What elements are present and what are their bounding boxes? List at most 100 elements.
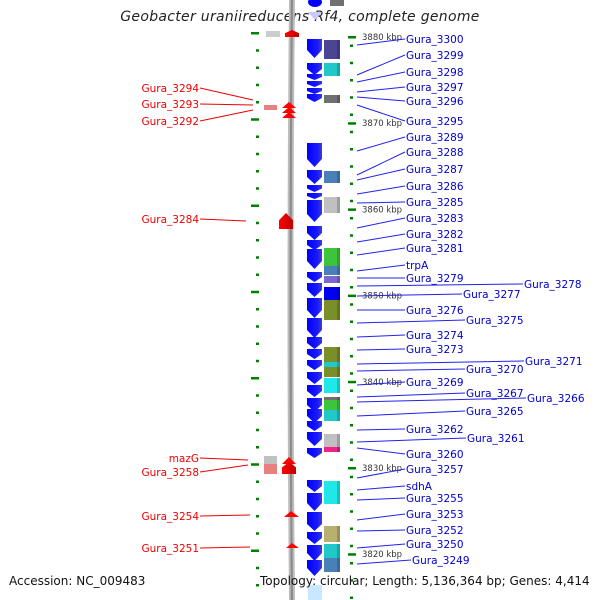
reverse-gene-arrow [307,226,322,240]
minor-tick [256,497,259,501]
reverse-gene-arrow [307,360,322,370]
cog-block [324,171,340,183]
scale-label: 3840 kbp [362,378,402,388]
cog-block [324,544,340,558]
minor-tick [350,475,353,479]
cog-block [324,300,340,320]
minor-tick [256,411,259,414]
minor-tick [350,406,353,410]
accession-label: Accession: NC_009483 [9,574,146,588]
major-tick [251,118,259,121]
cog-block-shade [337,397,340,400]
minor-tick [256,101,259,104]
forward-gene-arrow [285,30,299,37]
reverse-gene-arrow [307,493,322,511]
forward-gene-arrow [286,543,299,548]
reverse-gene-arrow [307,240,322,250]
minor-tick [256,342,259,345]
reverse-gene-label: Gura_3267 [466,388,524,400]
cog-block-shade [337,481,340,504]
minor-tick [350,562,353,565]
minor-tick [256,566,259,570]
minor-tick [256,532,259,535]
major-tick [348,208,356,211]
minor-tick [256,428,259,432]
reverse-gene-label: Gura_3265 [466,406,524,418]
leader-line [356,529,406,532]
minor-tick [350,182,353,185]
major-tick [348,553,356,556]
reverse-gene-arrow [307,372,322,384]
forward-gene-label: Gura_3258 [141,467,199,479]
leader-line [356,392,466,398]
leader-line [356,247,406,256]
minor-tick [350,251,353,254]
minor-tick [350,113,353,116]
reverse-gene-label: sdhA [406,481,433,493]
cog-block [324,397,340,400]
reverse-gene-arrow [307,94,322,102]
minor-tick [350,389,353,392]
cog-block [324,410,340,421]
reverse-gene-label: Gura_3296 [406,96,464,108]
leader-line [356,201,406,204]
major-tick [348,380,356,384]
genome-summary: Topology: circular; Length: 5,136,364 bp… [260,574,590,588]
cog-block [324,362,340,367]
reverse-gene-label: Gura_3275 [466,315,524,327]
leader-line [199,546,251,549]
reverse-gene-arrow [307,272,322,282]
forward-gene-arrow [282,102,296,108]
leader-line [356,348,406,351]
reverse-gene-label: Gura_3288 [406,147,464,159]
minor-tick [256,239,259,242]
forward-gene-label: Gura_3254 [141,511,199,523]
leader-line [356,54,406,76]
reverse-gene-label: Gura_3281 [406,243,464,255]
reverse-gene-label: Gura_3276 [406,305,464,317]
cog-block-shade [337,434,340,447]
reverse-gene-arrow [307,298,322,318]
reverse-gene-label: Gura_3269 [406,377,464,389]
leader-line [356,497,406,501]
reverse-gene-arrow [307,143,322,167]
reverse-gene-label: Gura_3279 [406,273,464,285]
scale-label: 3870 kbp [362,119,402,129]
minor-tick [350,217,353,220]
minor-tick [256,273,259,276]
cog-block [324,378,340,393]
leader-line [356,86,406,93]
leader-line [356,136,406,152]
leader-line [356,360,525,365]
minor-tick [350,596,353,599]
forward-gene-label: Gura_3293 [141,99,199,111]
cog-block [266,31,280,37]
major-tick [251,32,259,35]
reverse-gene-arrow [307,409,322,423]
leader-line [356,151,406,176]
reverse-gene-arrow [307,63,322,75]
forward-gene-label: Gura_3294 [141,83,199,95]
minor-tick [350,199,353,203]
minor-tick [256,66,259,69]
leader-line [199,464,249,473]
reverse-gene-label: Gura_3277 [463,289,521,301]
cog-block-shade [337,40,340,59]
minor-tick [350,527,353,530]
reverse-gene-arrow [307,398,322,412]
reverse-gene-label: Gura_3266 [527,393,585,405]
cog-block-shade [337,197,340,213]
leader-line [356,381,406,386]
minor-tick [350,510,353,513]
reverse-gene-label: Gura_3249 [412,555,470,567]
forward-gene-arrow [282,112,296,118]
leader-line [199,514,251,517]
scale-label: 3830 kbp [362,464,402,474]
reverse-gene-label: Gura_3274 [406,330,464,342]
reverse-gene-label: Gura_3285 [406,197,464,209]
cog-block [324,40,340,59]
minor-tick [350,303,353,306]
cog-block [264,105,277,110]
reverse-gene-arrow [307,249,322,269]
leader-line [356,283,524,287]
